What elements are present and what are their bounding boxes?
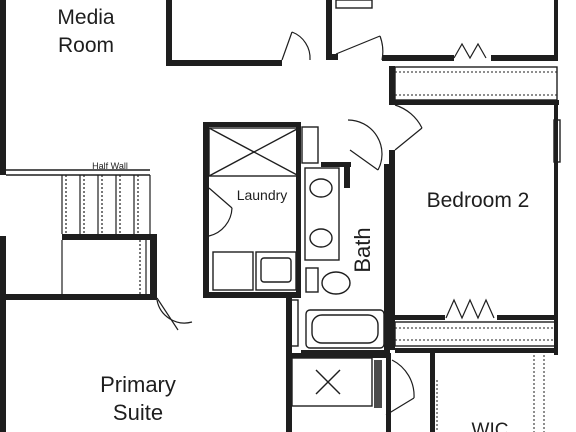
bedroom2-south-wall-b (497, 315, 557, 320)
shower-east-wall (386, 353, 391, 432)
dryer (255, 251, 297, 291)
doors (156, 31, 495, 416)
linen-closet (289, 299, 299, 347)
closet-wall-stub (326, 54, 338, 60)
sink-lower (309, 228, 333, 248)
wardrobe-bottom-wall (389, 100, 559, 105)
top-right-wall (382, 55, 454, 61)
stair-south-wall (0, 294, 157, 300)
shower (291, 357, 382, 408)
linen-shelf (335, 0, 373, 9)
sink-upper (309, 178, 333, 198)
bathtub (305, 309, 385, 349)
stair-landing-wall (62, 234, 157, 240)
stair-east-wall (150, 236, 157, 300)
bath-south-wall (301, 350, 390, 355)
hall-railing (301, 126, 319, 164)
wardrobe-upper (394, 66, 558, 101)
bath-fixtures (289, 126, 385, 349)
primary-suite-label-1: Primary (100, 372, 176, 397)
walls (0, 0, 559, 432)
toilet-tank (305, 267, 319, 293)
laundry-south-wall (203, 292, 301, 298)
wic-west-wall (430, 353, 435, 432)
wic-label: WIC (472, 420, 509, 432)
bath-north-wall (321, 162, 351, 167)
laundry-west-wall (203, 122, 209, 298)
toilet-bowl (321, 271, 351, 295)
half-wall-label: Half Wall (92, 161, 128, 171)
closet-shelving (335, 0, 561, 432)
half-wall (6, 169, 150, 176)
laundry-label: Laundry (237, 187, 288, 203)
laundry-cabinet (208, 127, 300, 177)
laundry-east-wall (296, 122, 301, 298)
bedroom2-east-wall (554, 105, 558, 355)
wardrobe-wall-left (389, 66, 395, 104)
left-exterior-wall-lower (0, 236, 6, 432)
staircase (61, 175, 151, 294)
primary-suite-east-wall (286, 298, 292, 432)
top-right-vertical (554, 0, 558, 61)
bath-east-wall (384, 164, 390, 354)
bedroom2-south-wall-a (395, 315, 445, 320)
closet-wall (326, 0, 332, 60)
bath-door-jamb (344, 164, 350, 188)
shower-north-wall (286, 353, 386, 358)
bath-label: Bath (350, 227, 375, 272)
closet-south-wall (395, 348, 557, 353)
left-exterior-wall (0, 0, 6, 175)
washer (212, 251, 254, 291)
media-room-east-wall (166, 0, 172, 66)
bedroom2-window (553, 119, 561, 163)
top-right-wall-2 (491, 55, 557, 61)
laundry-fixtures (208, 127, 300, 291)
laundry-north-wall (203, 122, 301, 127)
bedroom-2-label: Bedroom 2 (427, 189, 530, 212)
primary-suite-label-2: Suite (113, 400, 163, 425)
upper-hall-wall (166, 60, 282, 66)
vanity (304, 167, 340, 261)
bedroom2-west-wall (389, 150, 395, 350)
shower-enclosure (291, 357, 373, 407)
media-room-label-1: Media (57, 6, 115, 29)
wardrobe-lower (394, 321, 558, 347)
media-room-label-2: Room (58, 34, 114, 57)
shower-glass (374, 360, 382, 408)
